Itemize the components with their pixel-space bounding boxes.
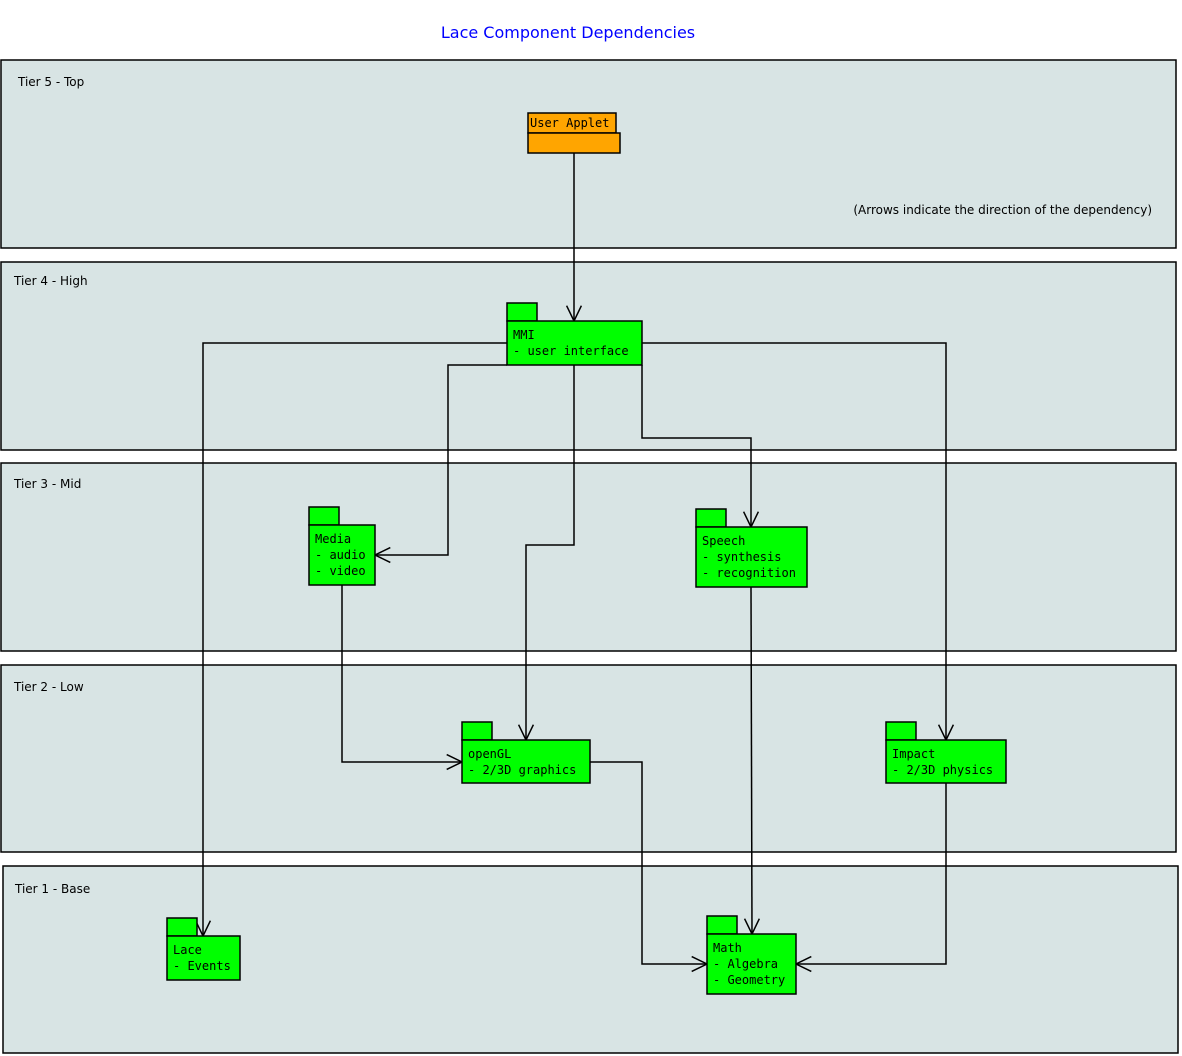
diagram-title: Lace Component Dependencies [441, 23, 695, 42]
package-body [308, 524, 376, 586]
package-name: User Applet [530, 116, 609, 130]
tier-rect [0, 59, 1177, 249]
package-impact[interactable]: Impact - 2/3D physics [885, 721, 1007, 784]
package-feature: - user interface [513, 344, 629, 358]
package-feature: - 2/3D graphics [468, 763, 576, 777]
package-body [506, 320, 643, 366]
dependency-line [796, 783, 947, 965]
package-body [695, 526, 808, 588]
package-feature: - 2/3D physics [892, 763, 993, 777]
dependency-line [750, 586, 753, 935]
package-feature: - synthesis [702, 550, 781, 564]
dependency-line [202, 342, 507, 936]
package-body [166, 935, 241, 981]
package-name: MMI [513, 328, 535, 342]
package-tab [461, 721, 493, 741]
dependency-line [525, 365, 575, 740]
tier-rect [0, 462, 1177, 652]
tier-band: Tier 5 - Top [0, 59, 1177, 249]
package-body [885, 739, 1007, 784]
package-name: Impact [892, 747, 935, 761]
package-feature: - Events [173, 959, 231, 973]
package-speech[interactable]: Speech - synthesis - recognition [695, 508, 808, 588]
package-mmi[interactable]: MMI - user interface [506, 302, 643, 366]
package-tab [506, 302, 538, 322]
arrow-direction-note: (Arrows indicate the direction of the de… [853, 203, 1152, 217]
package-tab [885, 721, 917, 741]
package-name: Math [713, 941, 742, 955]
package-feature: - audio [315, 548, 366, 562]
tier-label: Tier 4 - High [13, 274, 88, 288]
package-lace[interactable]: Lace - Events [166, 917, 241, 981]
dependency-line [642, 342, 947, 740]
dependency-line [590, 761, 707, 965]
package-name: openGL [468, 747, 511, 761]
package-name: Lace [173, 943, 202, 957]
package-math[interactable]: Math - Algebra - Geometry [706, 915, 797, 995]
package-name: Media [315, 532, 351, 546]
package-media[interactable]: Media - audio - video [308, 506, 376, 586]
package-applet[interactable]: User Applet [527, 112, 621, 154]
package-body [706, 933, 797, 995]
package-feature: - Geometry [713, 973, 785, 987]
tier-label: Tier 2 - Low [13, 680, 84, 694]
tier-label: Tier 5 - Top [17, 75, 84, 89]
dependency-line [375, 364, 507, 556]
package-feature: - Algebra [713, 957, 778, 971]
tier-label: Tier 1 - Base [14, 882, 90, 896]
dependency-line [641, 365, 752, 527]
dependency-line [341, 585, 462, 763]
package-tab [308, 506, 340, 526]
package-tab [695, 508, 727, 528]
package-name: Speech [702, 534, 745, 548]
tier-band: Tier 3 - Mid [0, 462, 1177, 652]
package-feature: - video [315, 564, 366, 578]
package-body [461, 739, 591, 784]
package-tab [166, 917, 198, 937]
package-opengl[interactable]: openGL - 2/3D graphics [461, 721, 591, 784]
tier-label: Tier 3 - Mid [13, 477, 81, 491]
package-body [527, 132, 621, 154]
package-feature: - recognition [702, 566, 796, 580]
package-tab [706, 915, 738, 935]
